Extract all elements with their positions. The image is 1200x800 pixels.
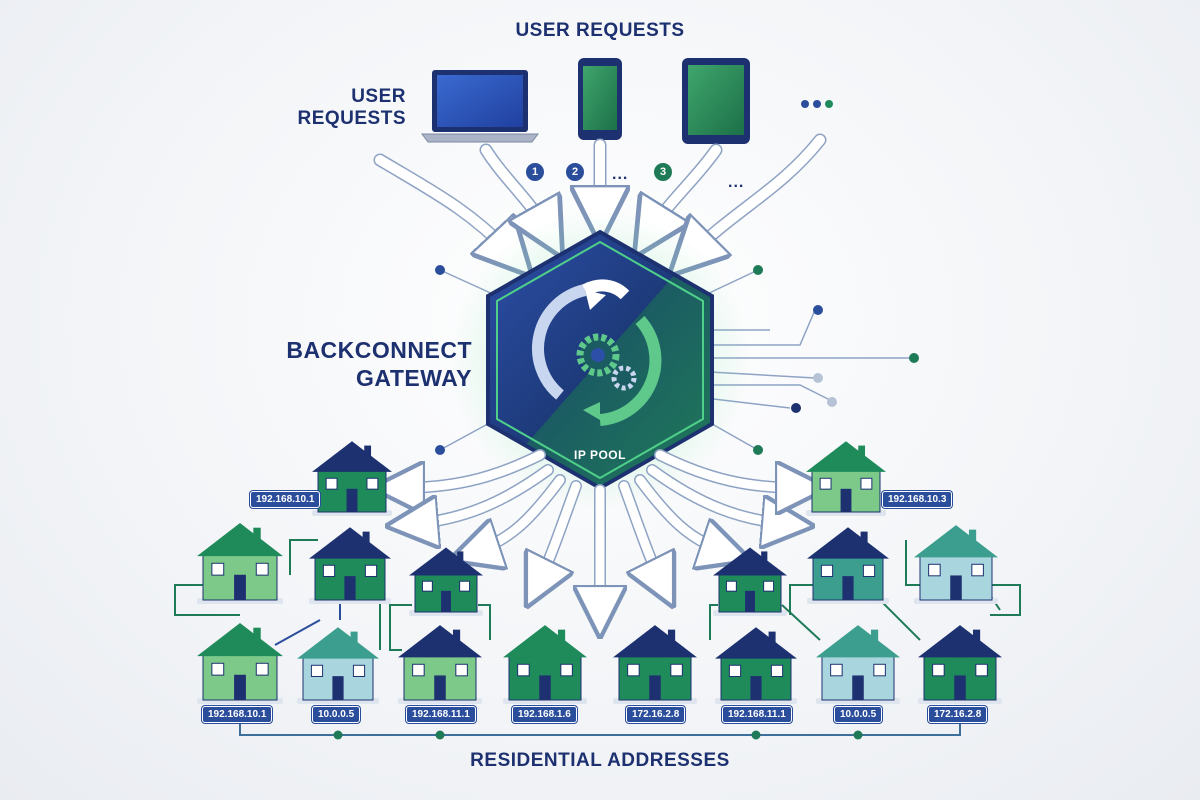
house-link-lines bbox=[174, 539, 1021, 736]
ip-tag-bottom-7: 10.0.0.5 bbox=[834, 706, 883, 723]
house-icon bbox=[806, 441, 886, 516]
ip-tag-bottom-8: 172.16.2.8 bbox=[928, 706, 988, 723]
house-icon bbox=[807, 527, 889, 604]
outgoing-routing-arrows bbox=[398, 449, 802, 612]
ip-tag-bottom-1: 192.168.10.1 bbox=[202, 706, 273, 723]
house-icon bbox=[713, 547, 787, 616]
gateway-title-line-2: GATEWAY bbox=[356, 365, 472, 391]
backconnect-gateway-hexagon bbox=[450, 210, 750, 510]
gateway-title-line-1: BACKCONNECT bbox=[286, 337, 472, 363]
house-icon bbox=[197, 523, 283, 604]
ip-tag-bottom-2: 10.0.0.5 bbox=[312, 706, 361, 723]
ip-tag-upper-right: 192.168.10.3 bbox=[882, 491, 953, 508]
request-ellipsis-2: ... bbox=[728, 174, 745, 191]
more-devices-icon bbox=[801, 100, 833, 108]
user-requests-side-label: USER REQUESTS bbox=[296, 86, 406, 130]
house-icon bbox=[816, 625, 900, 704]
tablet-icon bbox=[682, 58, 750, 144]
house-icon bbox=[297, 627, 379, 704]
request-badge-1: 1 bbox=[526, 163, 544, 181]
house-icon bbox=[197, 623, 283, 704]
ip-tag-bottom-3: 192.168.11.1 bbox=[406, 706, 476, 723]
house-icon bbox=[715, 627, 797, 704]
house-icon bbox=[309, 527, 391, 604]
house-icon bbox=[312, 441, 392, 516]
ip-tag-bottom-6: 192.168.11.1 bbox=[722, 706, 792, 723]
house-icon bbox=[613, 625, 697, 704]
ip-tag-bottom-4: 192.168.1.6 bbox=[512, 706, 577, 723]
ip-tag-upper-left: 192.168.10.1 bbox=[250, 491, 321, 508]
residential-addresses-title: RESIDENTIAL ADDRESSES bbox=[470, 750, 730, 771]
request-badge-2: 2 bbox=[566, 163, 584, 181]
laptop-icon bbox=[421, 70, 539, 143]
ip-pool-label: IP POOL bbox=[574, 448, 626, 462]
house-icon bbox=[918, 625, 1002, 704]
connector-nodes bbox=[435, 265, 919, 455]
request-badge-3: 3 bbox=[654, 163, 672, 181]
house-icon bbox=[914, 525, 998, 604]
house-icon bbox=[398, 625, 482, 704]
ip-tag-bottom-5: 172.16.2.8 bbox=[626, 706, 686, 723]
side-label-line-2: REQUESTS bbox=[297, 108, 406, 129]
gateway-title: BACKCONNECT GATEWAY bbox=[262, 336, 472, 392]
smartphone-icon bbox=[578, 58, 622, 140]
house-icon bbox=[409, 547, 483, 616]
request-ellipsis: ... bbox=[612, 166, 629, 183]
side-label-line-1: USER bbox=[351, 86, 406, 107]
user-requests-title: USER REQUESTS bbox=[515, 20, 685, 41]
house-icon bbox=[503, 625, 587, 704]
residential-houses bbox=[197, 441, 1002, 704]
bottom-bus-nodes bbox=[333, 730, 863, 740]
